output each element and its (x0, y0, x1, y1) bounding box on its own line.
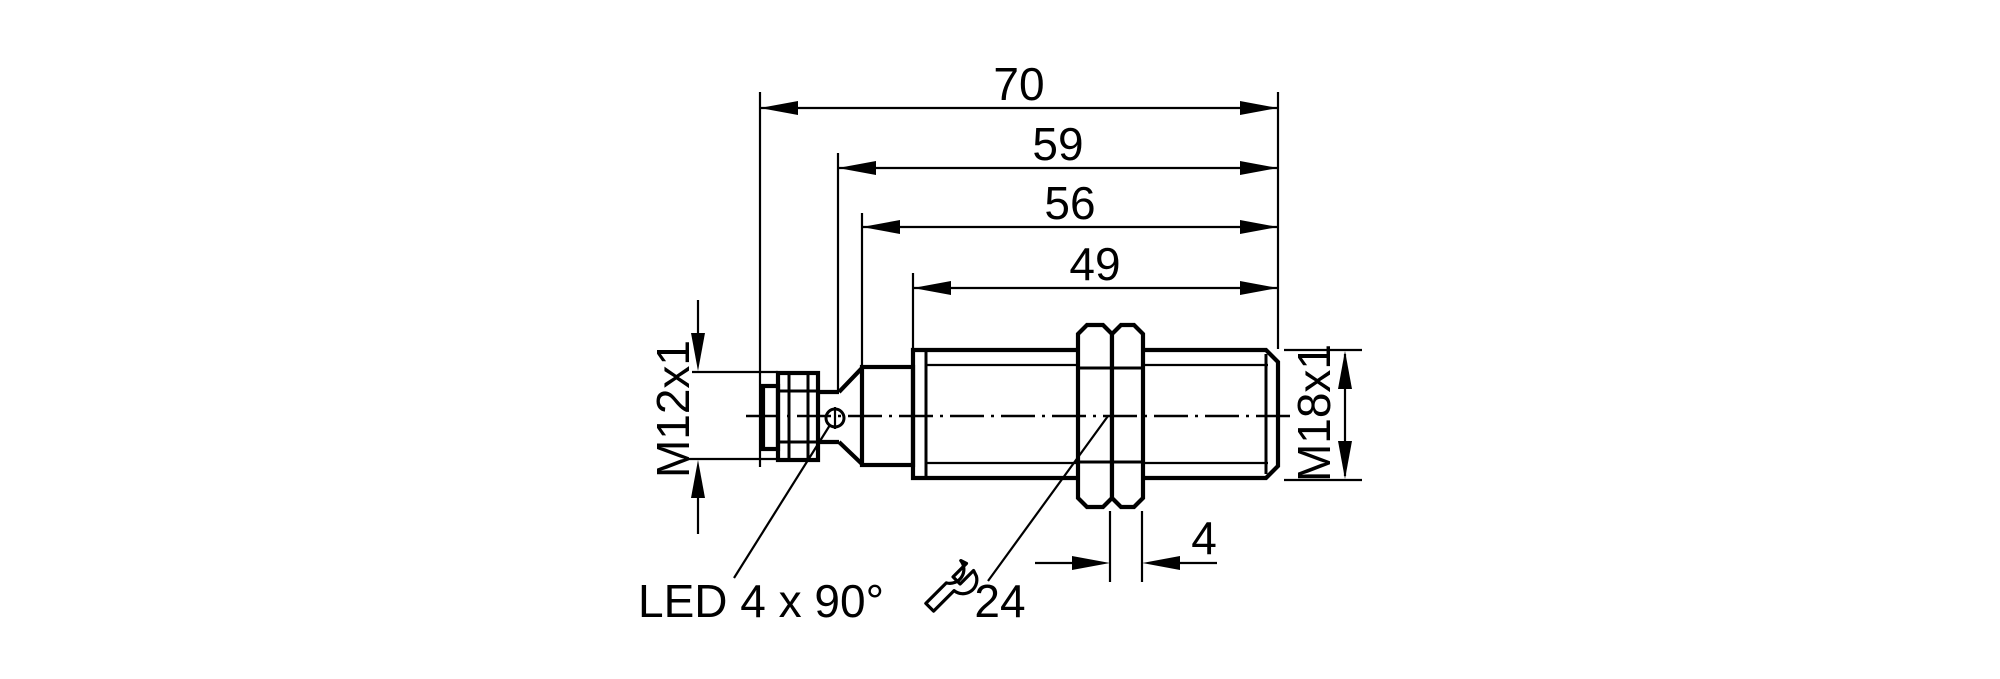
dimension-70: 70 (758, 58, 1280, 467)
dim-59-label: 59 (1032, 118, 1083, 170)
dimension-59: 59 (836, 118, 1278, 391)
arrowhead-right (1240, 281, 1278, 295)
led-label: LED 4 x 90° (638, 575, 884, 627)
wrench-icon (924, 559, 979, 613)
dim-56-label: 56 (1044, 177, 1095, 229)
leader-line (733, 424, 831, 579)
threaded-barrel (910, 347, 1281, 481)
m18-thread-label: M18x1 (1288, 344, 1340, 482)
dimension-56: 56 (860, 177, 1278, 365)
arrowhead-left (838, 161, 876, 175)
arrowhead-down (691, 333, 705, 371)
arrowhead-up (691, 460, 705, 498)
connector-tip (760, 383, 781, 452)
arrowhead-left (760, 101, 798, 115)
sensor-body (746, 322, 1294, 510)
dimension-m12: M12x1 (647, 300, 778, 534)
dimension-49: 49 (911, 238, 1278, 348)
wrench-size-label: 24 (974, 575, 1025, 627)
cone-top (837, 366, 864, 394)
arrowhead-right (1072, 556, 1110, 570)
led-callout: LED 4 x 90° (638, 424, 884, 627)
dimension-m18: M18x1 (1284, 344, 1362, 482)
arrowhead-right (1240, 220, 1278, 234)
arrowhead-up (1338, 351, 1352, 389)
wrench-size-callout: 24 (924, 415, 1109, 627)
dimension-nut-thickness: 4 (1035, 511, 1217, 582)
arrowhead-right (1240, 161, 1278, 175)
arrowhead-right (1240, 101, 1278, 115)
arrowhead-left (913, 281, 951, 295)
arrowhead-left (1142, 556, 1180, 570)
nut-thickness-label: 4 (1191, 512, 1217, 564)
arrowhead-left (862, 220, 900, 234)
arrowhead-down (1338, 441, 1352, 479)
dim-49-label: 49 (1069, 238, 1120, 290)
dim-70-label: 70 (993, 58, 1044, 110)
m12-thread-label: M12x1 (647, 340, 699, 478)
leader-line (987, 415, 1109, 582)
cone-bottom (837, 440, 864, 466)
